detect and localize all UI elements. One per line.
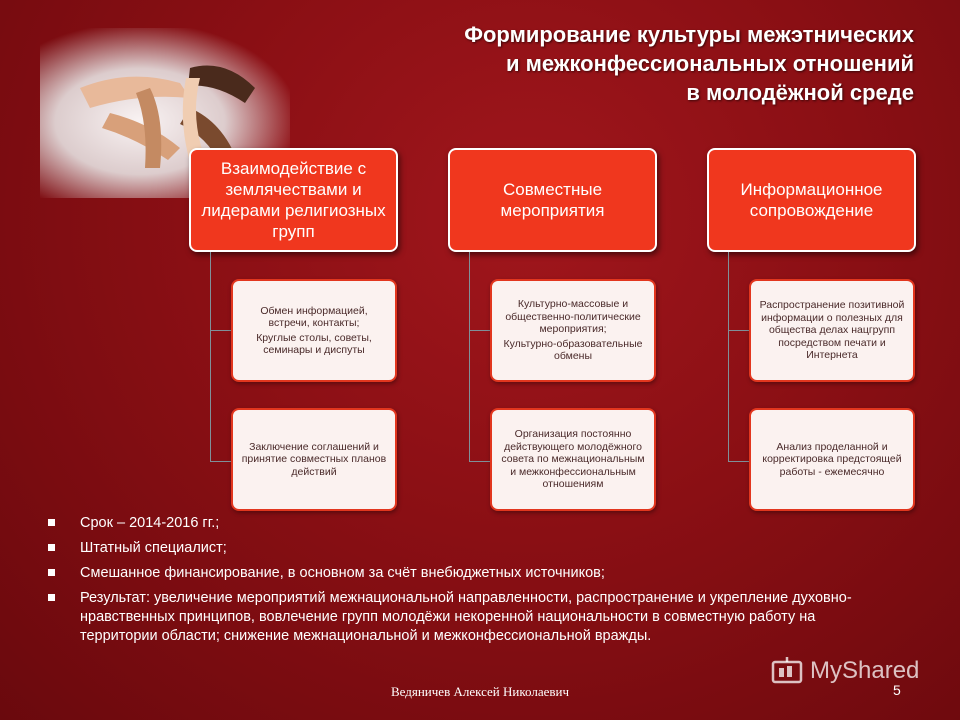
bullet-item-staff: Штатный специалист;: [46, 539, 866, 558]
myshared-logo-text: MyShared: [810, 657, 920, 684]
column-2-connector-vertical: [469, 252, 470, 462]
column-1-item-2: Заключение соглашений и принятие совмест…: [231, 408, 397, 511]
column-3-header: Информационное сопровождение: [707, 148, 916, 252]
column-3-item-2: Анализ проделанной и корректировка предс…: [749, 408, 915, 511]
column-1-connector-1: [210, 330, 232, 331]
column-3-item-1: Распространение позитивной информации о …: [749, 279, 915, 382]
title-line-3: в молодёжной среде: [686, 80, 914, 105]
bullet-text-result: Результат: увеличение мероприятий межнац…: [80, 590, 852, 644]
bullet-square-icon: [48, 519, 55, 526]
hands-illustration: [80, 65, 255, 173]
bullet-item-term: Срок – 2014-2016 гг.;: [46, 514, 866, 533]
column-2-item-2: Организация постоянно действующего молод…: [490, 408, 656, 511]
bullet-square-icon: [48, 544, 55, 551]
column-2-item-1: Культурно-массовые и общественно-политич…: [490, 279, 656, 382]
myshared-watermark: MyShared: [770, 656, 919, 686]
column-1-connector-vertical: [210, 252, 211, 462]
column-1-connector-2: [210, 461, 232, 462]
author-name: Ведяничев Алексей Николаевич: [390, 684, 569, 699]
column-2-item-1-text-2: Культурно-образовательные обмены: [503, 337, 643, 363]
column-2-item-2-text: Организация постоянно действующего молод…: [501, 428, 645, 491]
column-1-header-text: Взаимодействие с землячествами и лидерам…: [201, 159, 386, 241]
bullet-text-term: Срок – 2014-2016 гг.;: [80, 515, 220, 531]
column-1-item-2-text: Заключение соглашений и принятие совмест…: [241, 440, 387, 478]
column-3-connector-vertical: [728, 252, 729, 462]
page-number: 5: [893, 682, 901, 698]
column-3-item-1-text: Распространение позитивной информации о …: [759, 299, 905, 362]
column-2-connector-2: [469, 461, 491, 462]
column-2-header: Совместные мероприятия: [448, 148, 657, 252]
bullet-item-funding: Смешанное финансирование, в основном за …: [46, 564, 866, 583]
title-line-2: и межконфессиональных отношений: [506, 51, 914, 76]
bullet-text-staff: Штатный специалист;: [80, 540, 227, 556]
bullet-square-icon: [48, 569, 55, 576]
column-2-header-text: Совместные мероприятия: [500, 180, 605, 220]
column-1-header: Взаимодействие с землячествами и лидерам…: [189, 148, 398, 252]
page-title: Формирование культуры межэтнических и ме…: [354, 20, 914, 107]
bullet-item-result: Результат: увеличение мероприятий межнац…: [46, 589, 866, 646]
column-2-item-1-text-1: Культурно-массовые и общественно-политич…: [505, 298, 641, 336]
column-1-item-1: Обмен информацией, встречи, контакты; Кр…: [231, 279, 397, 382]
column-1-item-1-text-1: Обмен информацией, встречи, контакты;: [260, 304, 368, 330]
hands-photo: [40, 28, 290, 198]
column-1-item-1-text-2: Круглые столы, советы, семинары и диспут…: [256, 331, 372, 357]
myshared-logo-icon: [771, 657, 803, 684]
column-3-item-2-text: Анализ проделанной и корректировка предс…: [762, 440, 902, 478]
column-3-connector-1: [728, 330, 750, 331]
column-2-connector-1: [469, 330, 491, 331]
summary-bullet-list: Срок – 2014-2016 гг.; Штатный специалист…: [46, 514, 866, 652]
column-3-header-text: Информационное сопровождение: [740, 180, 883, 220]
bullet-text-funding: Смешанное финансирование, в основном за …: [80, 565, 605, 581]
bullet-square-icon: [48, 594, 55, 601]
title-line-1: Формирование культуры межэтнических: [464, 22, 914, 47]
column-3-connector-2: [728, 461, 750, 462]
